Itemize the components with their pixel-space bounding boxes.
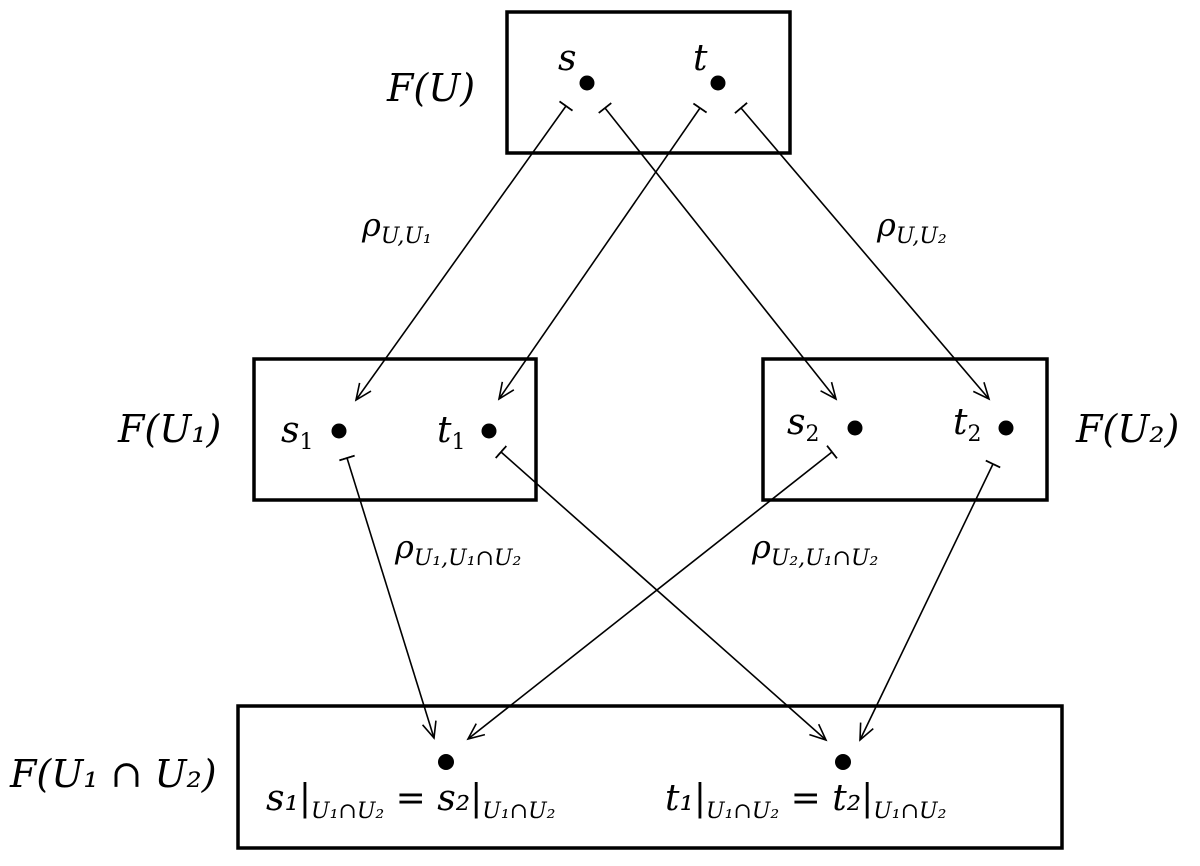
- dot-t: [710, 75, 726, 91]
- dot-s1: [331, 423, 347, 439]
- rho-u-u1: ρU,U₁: [361, 206, 432, 249]
- equality-t: t₁|U₁∩U₂ = t₂|U₁∩U₂: [665, 778, 946, 824]
- rho-u-u2: ρU,U₂: [876, 206, 947, 249]
- dot-int-left: [438, 754, 454, 770]
- label-fu1: F(U₁): [117, 407, 221, 451]
- section-t: t: [693, 38, 708, 79]
- box-fu: [505, 10, 792, 155]
- dot-t2: [998, 420, 1014, 436]
- rho-u2-int: ρU₂,U₁∩U₂: [751, 528, 878, 571]
- arrow-s1-to-int: [339, 454, 437, 740]
- section-s2: s2: [787, 402, 819, 447]
- dot-s: [579, 75, 595, 91]
- dot-s2: [847, 420, 863, 436]
- arrow-t-to-t1: [497, 102, 708, 401]
- equality-s: s₁|U₁∩U₂ = s₂|U₁∩U₂: [266, 778, 555, 824]
- rho-u1-int: ρU₁,U₁∩U₂: [394, 528, 521, 571]
- arrow-t2-to-int: [859, 459, 1001, 742]
- arrow-s2-to-int: [466, 445, 838, 741]
- label-fu1-cap-u2: F(U₁ ∩ U₂): [9, 752, 217, 796]
- dot-t1: [481, 423, 497, 439]
- section-s1: s1: [281, 410, 313, 455]
- label-fu2: F(U₂): [1075, 407, 1179, 451]
- dot-int-right: [835, 754, 851, 770]
- section-t2: t2: [953, 402, 981, 447]
- arrow-s-to-s1: [354, 100, 574, 402]
- section-s: s: [558, 38, 576, 79]
- label-fu: F(U): [386, 66, 475, 110]
- arrow-t-to-t2: [734, 102, 991, 401]
- section-t1: t1: [437, 410, 465, 455]
- box-fu1-cap-u2: [236, 704, 1064, 850]
